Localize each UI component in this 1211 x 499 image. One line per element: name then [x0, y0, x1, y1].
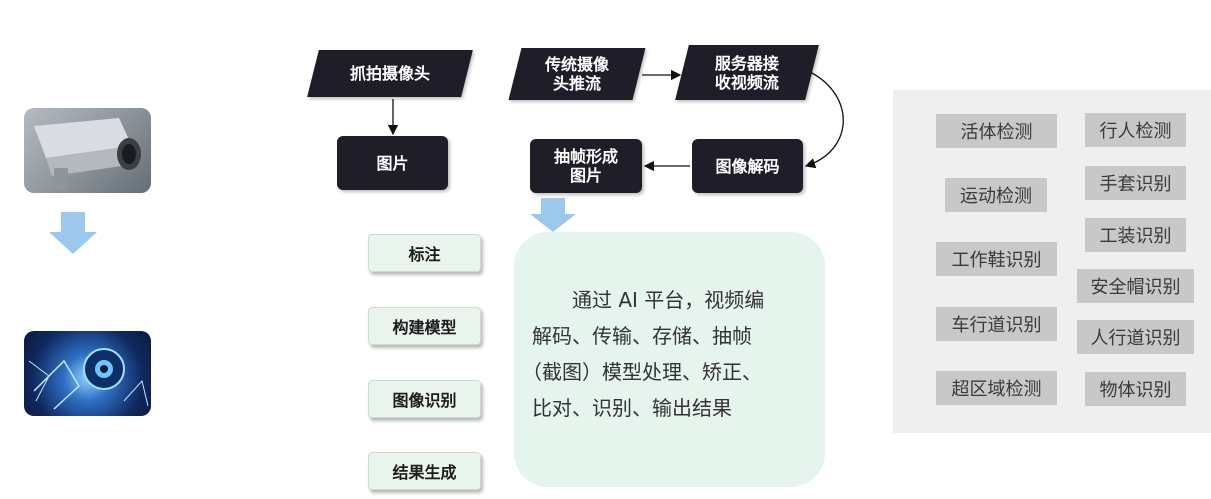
stream-camera-line2: 头推流: [552, 74, 601, 93]
feature-tag: 超区域检测: [936, 371, 1057, 405]
server-receive-label: 服务器接 收视频流: [715, 54, 779, 92]
step-result-generation: 结果生成: [368, 452, 481, 490]
stream-camera-label: 传统摄像 头推流: [545, 55, 609, 93]
camera-photo: [24, 108, 151, 193]
capture-camera-node: 抓拍摄像头: [307, 50, 473, 97]
feature-label: 运动检测: [960, 186, 1032, 207]
feature-tag: 工作鞋识别: [936, 242, 1057, 276]
stream-camera-line1: 传统摄像: [544, 55, 609, 74]
frame-extract-node: 抽帧形成 图片: [530, 139, 642, 193]
feature-tag: 安全帽识别: [1077, 269, 1194, 303]
arrow-server-to-decode: [804, 71, 844, 169]
server-receive-node: 服务器接 收视频流: [675, 45, 819, 100]
description-box: 通过 AI 平台，视频编 解码、传输、存储、抽帧 （截图）模型处理、矫正、 比对…: [514, 232, 825, 487]
picture-node: 图片: [337, 136, 448, 190]
step-label: 图像识别: [392, 391, 457, 410]
description-line: 解码、传输、存储、抽帧: [532, 324, 752, 348]
feature-label: 工装识别: [1099, 226, 1172, 247]
step-image-recognition: 图像识别: [368, 380, 481, 418]
step-label: 结果生成: [392, 463, 457, 482]
feature-tag: 工装识别: [1085, 218, 1186, 252]
down-arrow-icon: [49, 212, 97, 254]
step-label: 标注: [408, 245, 441, 264]
step-build-model: 构建模型: [368, 307, 481, 345]
feature-label: 工作鞋识别: [951, 250, 1042, 271]
capture-camera-label: 抓拍摄像头: [349, 64, 430, 83]
description-line: 比对、识别、输出结果: [532, 396, 732, 420]
server-receive-line2: 收视频流: [714, 72, 779, 92]
step-label: 构建模型: [392, 318, 457, 337]
frame-extract-line1: 抽帧形成: [553, 147, 618, 166]
step-annotate: 标注: [368, 234, 481, 272]
ai-eye-photo: [24, 331, 151, 416]
feature-tag: 车行道识别: [936, 307, 1057, 341]
feature-label: 超区域检测: [951, 379, 1042, 400]
feature-label: 车行道识别: [951, 315, 1042, 336]
picture-label: 图片: [376, 153, 409, 173]
feature-tag: 物体识别: [1085, 372, 1186, 406]
feature-label: 安全帽识别: [1090, 277, 1181, 298]
description-line: （截图）模型处理、矫正、: [522, 360, 762, 384]
description-line: 通过 AI 平台，视频编: [572, 288, 765, 312]
feature-label: 人行道识别: [1090, 328, 1181, 349]
down-arrow-icon: [530, 198, 576, 232]
decode-node: 图像解码: [692, 139, 803, 193]
feature-label: 行人检测: [1099, 121, 1172, 142]
feature-tag: 活体检测: [936, 114, 1057, 148]
feature-tag: 行人检测: [1085, 113, 1186, 147]
stream-camera-node: 传统摄像 头推流: [508, 48, 646, 100]
feature-label: 活体检测: [960, 122, 1033, 143]
feature-tag: 人行道识别: [1077, 320, 1194, 354]
server-receive-line1: 服务器接: [714, 53, 779, 73]
feature-label: 物体识别: [1099, 380, 1172, 401]
feature-tag: 运动检测: [945, 178, 1047, 212]
feature-tag: 手套识别: [1085, 166, 1186, 200]
frame-extract-line2: 图片: [569, 166, 602, 185]
decode-label: 图像解码: [715, 156, 780, 176]
feature-label: 手套识别: [1099, 174, 1172, 195]
